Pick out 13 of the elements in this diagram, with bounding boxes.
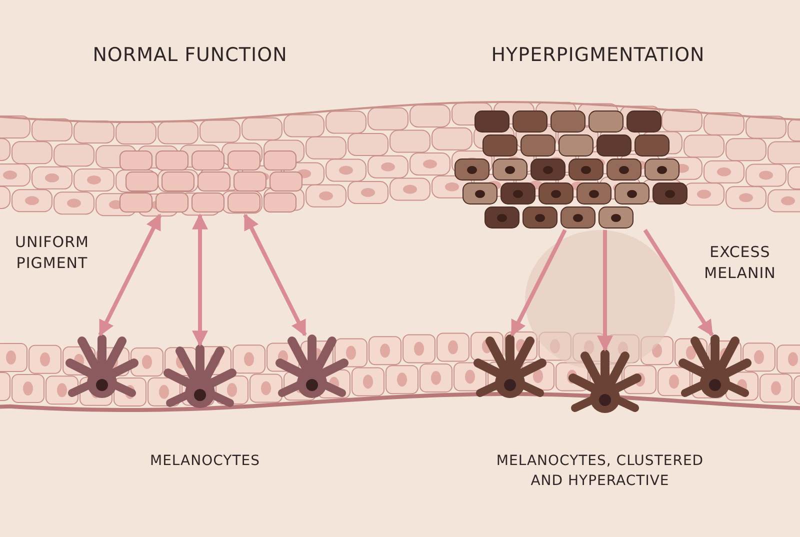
- arrow: [597, 230, 613, 352]
- arrow: [98, 214, 162, 336]
- annotation-label: EXCESS MELANIN: [703, 242, 777, 284]
- panel-heading: HYPERPIGMENTATION: [490, 43, 706, 68]
- arrow: [192, 213, 208, 347]
- arrow: [243, 214, 307, 336]
- epidermis-cells-drawing: [120, 150, 300, 215]
- annotation-label: UNIFORM PIGMENT: [14, 232, 90, 274]
- panel-heading: NORMAL FUNCTION: [92, 43, 288, 68]
- caption: MELANOCYTES: [149, 452, 261, 471]
- caption: MELANOCYTES, CLUSTERED AND HYPERACTIVE: [495, 452, 705, 491]
- arrow: [510, 229, 567, 336]
- arrow: [643, 228, 714, 336]
